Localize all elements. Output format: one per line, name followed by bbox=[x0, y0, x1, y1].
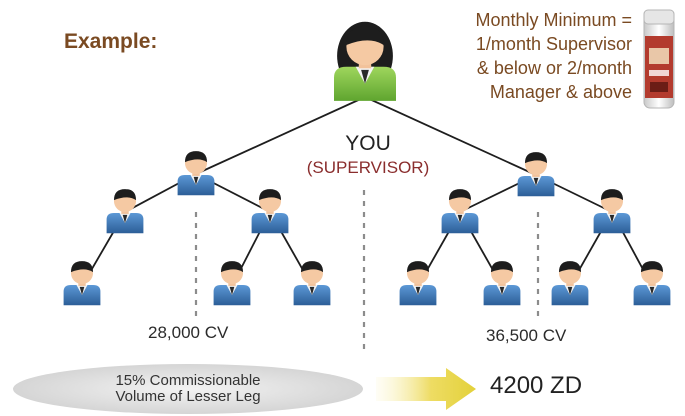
you-label: YOU bbox=[345, 132, 391, 155]
supplement-bottle-icon bbox=[643, 9, 675, 109]
member-person-icon bbox=[551, 261, 589, 306]
commission-line: 15% Commissionable bbox=[115, 372, 261, 389]
commission-ellipse bbox=[13, 364, 363, 414]
minimum-note-line: Manager & above bbox=[489, 82, 632, 102]
member-person-icon bbox=[441, 189, 479, 234]
monthly-minimum-note: Monthly Minimum = 1/month Supervisor & b… bbox=[388, 8, 632, 104]
member-person-icon bbox=[593, 189, 631, 234]
member-person-icon bbox=[517, 152, 555, 197]
left-leg-cv: 28,000 CV bbox=[148, 323, 229, 342]
right-leg-cv: 36,500 CV bbox=[486, 326, 567, 345]
tree-lines bbox=[81, 96, 653, 287]
member-person-icon bbox=[106, 189, 144, 234]
member-person-icon bbox=[633, 261, 671, 306]
member-person-icon bbox=[213, 261, 251, 306]
member-person-icon bbox=[177, 151, 215, 196]
minimum-note-line: 1/month Supervisor bbox=[475, 34, 632, 54]
commission-result: 4200 ZD bbox=[490, 372, 583, 399]
member-person-icon bbox=[63, 261, 101, 306]
arrow-icon bbox=[376, 368, 476, 410]
minimum-note-line: Monthly Minimum = bbox=[475, 10, 632, 30]
example-label: Example: bbox=[64, 30, 158, 53]
commission-line: Volume of Lesser Leg bbox=[115, 388, 261, 405]
member-person-icon bbox=[293, 261, 331, 306]
member-person-icon bbox=[483, 261, 521, 306]
commission-label: 15% Commissionable Volume of Lesser Leg bbox=[38, 373, 338, 405]
member-person-icon bbox=[399, 261, 437, 306]
minimum-note-line: & below or 2/month bbox=[476, 58, 632, 78]
you-person-icon bbox=[334, 21, 396, 101]
supervisor-role-label: (SUPERVISOR) bbox=[306, 158, 430, 177]
member-person-icon bbox=[251, 189, 289, 234]
dashed-dividers bbox=[194, 190, 540, 350]
